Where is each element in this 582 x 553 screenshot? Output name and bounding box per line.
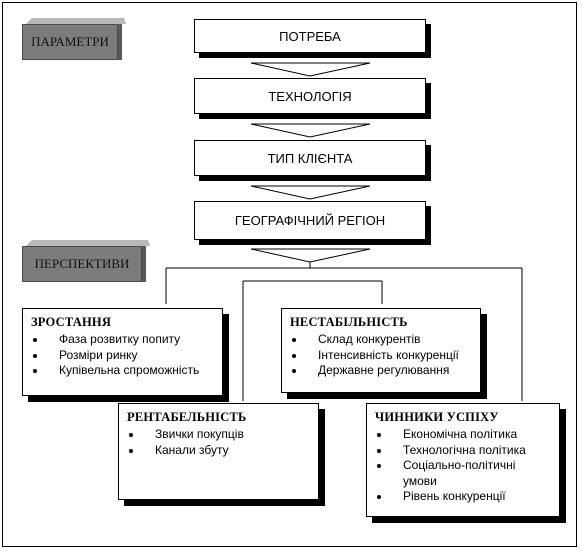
chain-label-client-type: ТИП КЛІЄНТА	[267, 150, 353, 166]
list-item: Склад конкурентів	[290, 332, 472, 348]
chain-box-need: ПОТРЕБА	[194, 19, 426, 53]
arrow-client-to-region	[250, 185, 371, 200]
card-profitability: РЕНТАБЕЛЬНІСТЬ Звички покупців Канали зб…	[118, 403, 319, 500]
card-success-factors-title: ЧИННИКИ УСПІХУ	[375, 410, 499, 424]
list-item: Канали збуту	[127, 443, 310, 459]
list-item: Купівельна спроможність	[31, 363, 214, 379]
chain-box-client-type: ТИП КЛІЄНТА	[194, 140, 426, 176]
card-success-factors: ЧИННИКИ УСПІХУ Економічна політика Техно…	[366, 403, 560, 517]
arrow-need-to-technology	[250, 62, 371, 77]
chain-box-geo-region: ГЕОГРАФІЧНИЙ РЕГІОН	[194, 201, 426, 240]
list-item: Фаза розвитку попиту	[31, 332, 214, 348]
card-growth-title: ЗРОСТАННЯ	[31, 315, 112, 329]
list-item: Соціально-політичні умови	[375, 458, 551, 489]
chain-label-geo-region: ГЕОГРАФІЧНИЙ РЕГІОН	[234, 213, 386, 228]
diagram-frame	[2, 2, 577, 547]
perspectives-label: ПЕРСПЕКТИВИ	[34, 256, 130, 271]
list-item: Технологічна політика	[375, 443, 551, 459]
chain-box-technology: ТЕХНОЛОГІЯ	[194, 78, 426, 114]
card-profitability-title: РЕНТАБЕЛЬНІСТЬ	[127, 410, 247, 424]
card-instability-title: НЕСТАБІЛЬНІСТЬ	[290, 315, 408, 329]
card-growth: ЗРОСТАННЯ Фаза розвитку попиту Розміри р…	[22, 308, 223, 396]
card-instability: НЕСТАБІЛЬНІСТЬ Склад конкурентів Інтенси…	[281, 308, 481, 393]
list-item: Розміри ринку	[31, 348, 214, 364]
chain-label-technology: ТЕХНОЛОГІЯ	[268, 88, 352, 104]
chain-label-need: ПОТРЕБА	[279, 28, 341, 44]
list-item: Рівень конкуренції	[375, 489, 551, 505]
list-item: Звички покупців	[127, 427, 310, 443]
parameters-label: ПАРАМЕТРИ	[31, 34, 109, 49]
arrow-region-to-branches	[250, 248, 371, 263]
list-item: Інтенсивність конкуренції	[290, 348, 472, 364]
arrow-technology-to-client	[250, 123, 371, 138]
list-item: Державне регулювання	[290, 363, 472, 379]
list-item: Економічна політика	[375, 427, 551, 443]
